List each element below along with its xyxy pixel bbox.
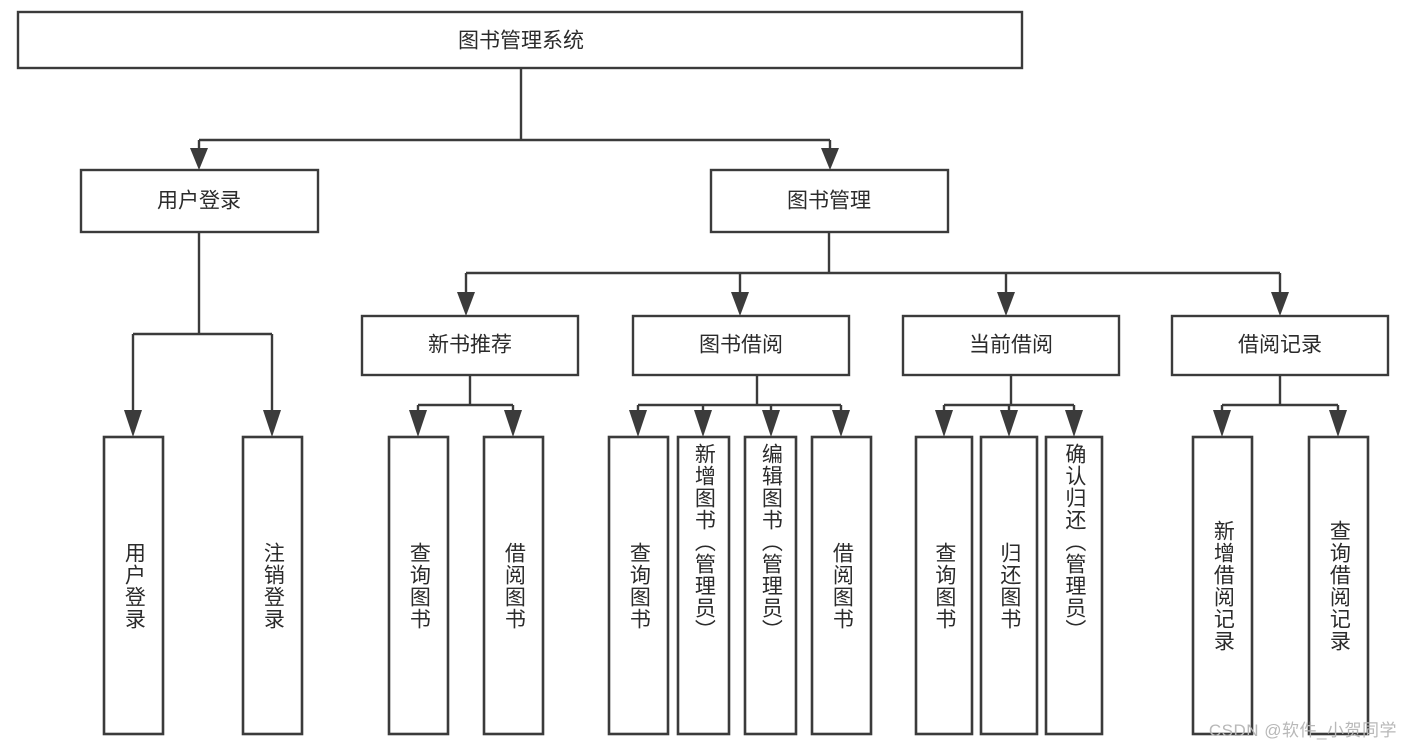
node-current-borrow-label: 当前借阅 — [969, 334, 1053, 357]
leaf-box-cb-confirm-return[interactable] — [1044, 435, 1104, 736]
arrow-root-to-book-manage — [821, 148, 839, 170]
leaf-box-br-add-record[interactable] — [1191, 435, 1254, 736]
arrow-to-leaf-bb-query-book — [629, 410, 647, 437]
arrow-to-leaf-cb-return-book — [1000, 410, 1018, 437]
node-borrow-record-box[interactable] — [1170, 314, 1390, 377]
node-root-box[interactable] — [16, 10, 1024, 70]
leaf-box-nbr-query-book[interactable] — [387, 435, 450, 736]
leaf-box-cb-query-book[interactable] — [914, 435, 974, 736]
arrow-to-leaf-br-query-record — [1329, 410, 1347, 437]
arrow-to-leaf-bb-borrow-book — [832, 410, 850, 437]
leaf-box-bb-add-book[interactable] — [676, 435, 731, 736]
leaf-box-bb-borrow-book[interactable] — [810, 435, 873, 736]
node-user-login-label: 用户登录 — [157, 190, 241, 213]
arrow-to-leaf-nbr-query-book — [409, 410, 427, 437]
leaf-box-logout[interactable] — [241, 435, 304, 736]
csdn-watermark: CSDN @软件_小贺同学 — [1208, 721, 1397, 740]
leaf-box-cb-return-book[interactable] — [979, 435, 1039, 736]
node-book-manage-box[interactable] — [709, 168, 950, 234]
arrow-to-leaf-bb-add-book — [694, 410, 712, 437]
leaf-box-br-query-record[interactable] — [1307, 435, 1370, 736]
arrow-to-current-borrow — [997, 292, 1015, 316]
arrow-to-leaf-user-login — [124, 410, 142, 437]
node-root-label: 图书管理系统 — [458, 30, 584, 53]
leaf-box-bb-query-book[interactable] — [607, 435, 670, 736]
node-book-borrow-box[interactable] — [631, 314, 851, 377]
arrow-to-book-borrow — [731, 292, 749, 316]
arrow-to-leaf-logout — [263, 410, 281, 437]
arrow-to-leaf-nbr-borrow-book — [504, 410, 522, 437]
arrow-to-leaf-cb-confirm-return — [1065, 410, 1083, 437]
node-book-borrow-label: 图书借阅 — [699, 334, 783, 357]
node-book-manage-label: 图书管理 — [787, 190, 871, 213]
leaf-box-nbr-borrow-book[interactable] — [482, 435, 545, 736]
arrow-to-leaf-bb-edit-book — [762, 410, 780, 437]
arrow-to-leaf-br-add-record — [1213, 410, 1231, 437]
arrow-root-to-user-login — [190, 148, 208, 170]
leaf-box-bb-edit-book[interactable] — [743, 435, 798, 736]
node-new-book-recommend-label: 新书推荐 — [428, 334, 512, 357]
node-current-borrow-box[interactable] — [901, 314, 1121, 377]
arrow-to-borrow-record — [1271, 292, 1289, 316]
leaf-box-user-login[interactable] — [102, 435, 165, 736]
node-new-book-recommend-box[interactable] — [360, 314, 580, 377]
arrow-to-new-book-recommend — [457, 292, 475, 316]
node-borrow-record-label: 借阅记录 — [1238, 334, 1322, 357]
arrow-to-leaf-cb-query-book — [935, 410, 953, 437]
